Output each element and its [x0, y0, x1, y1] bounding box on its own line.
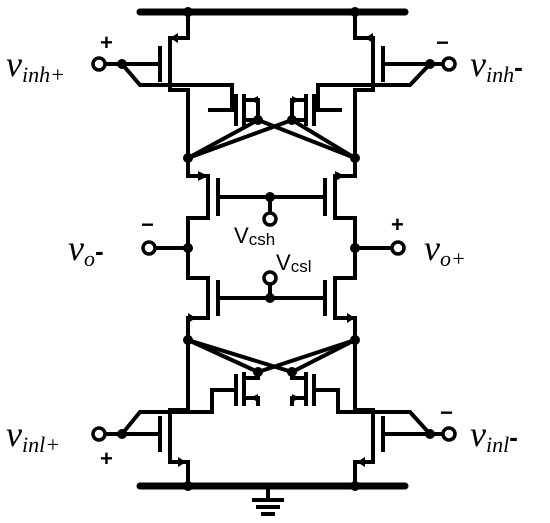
vo-minus-terminal: [141, 240, 157, 256]
cross-wire-high-f: [185, 117, 295, 161]
vinl-plus-terminal: [91, 426, 107, 442]
vcsh-label: Vcsh: [234, 223, 275, 249]
vcsl-terminal: [262, 270, 278, 286]
vinl-plus-node: [117, 429, 127, 439]
vinh-minus-to-aux-wire: [316, 61, 433, 112]
cascode-transistor-low-right: [323, 246, 357, 342]
vo-plus-terminal: [390, 240, 406, 256]
vinl-minus-sign: −: [440, 400, 453, 425]
input-transistor-low-left: [120, 338, 190, 488]
vinl-minus-label: vinl-: [470, 414, 518, 457]
aux-transistor-low-left: [210, 370, 260, 406]
vinl-minus-terminal: [441, 426, 457, 442]
vinl-minus-node: [425, 429, 435, 439]
vo-plus-sign: +: [391, 212, 404, 237]
vinl-plus-label: vinl+: [6, 414, 60, 457]
input-transistor-low-right: [353, 338, 432, 488]
vcsl-label: Vcsl: [276, 250, 311, 276]
vinh-minus-sign: −: [436, 30, 449, 55]
cross-wire-low-d: [255, 337, 358, 375]
vinh-minus-terminal: [441, 56, 457, 72]
aux-transistor-low-right: [290, 370, 340, 406]
vinh-plus-sign: +: [100, 30, 113, 55]
vinl-plus-sign: +: [100, 446, 113, 471]
vinh-plus-terminal: [91, 56, 107, 72]
aux-transistor-high-left: [208, 94, 260, 126]
input-transistor-high-right: [353, 10, 432, 120]
cascode-transistor-high-right: [323, 156, 357, 250]
vinh-plus-label: vinh+: [6, 44, 65, 87]
cascode-transistor-low-left: [186, 246, 220, 342]
input-transistor-high-left: [120, 10, 190, 120]
cross-wire-high-b: [289, 117, 358, 161]
ground-icon: [252, 484, 284, 516]
vo-minus-label: vo-: [68, 228, 104, 271]
vo-plus-label: vo+: [424, 228, 466, 271]
vo-minus-sign: −: [141, 212, 154, 237]
aux-transistor-high-right: [290, 94, 342, 126]
vcsh-terminal: [262, 211, 278, 227]
vinh-minus-label: vinh-: [470, 44, 523, 87]
cascode-transistor-high-left: [186, 156, 220, 250]
vinl-plus-to-aux-wire: [119, 388, 214, 437]
vinh-plus-to-aux-wire: [119, 61, 234, 112]
